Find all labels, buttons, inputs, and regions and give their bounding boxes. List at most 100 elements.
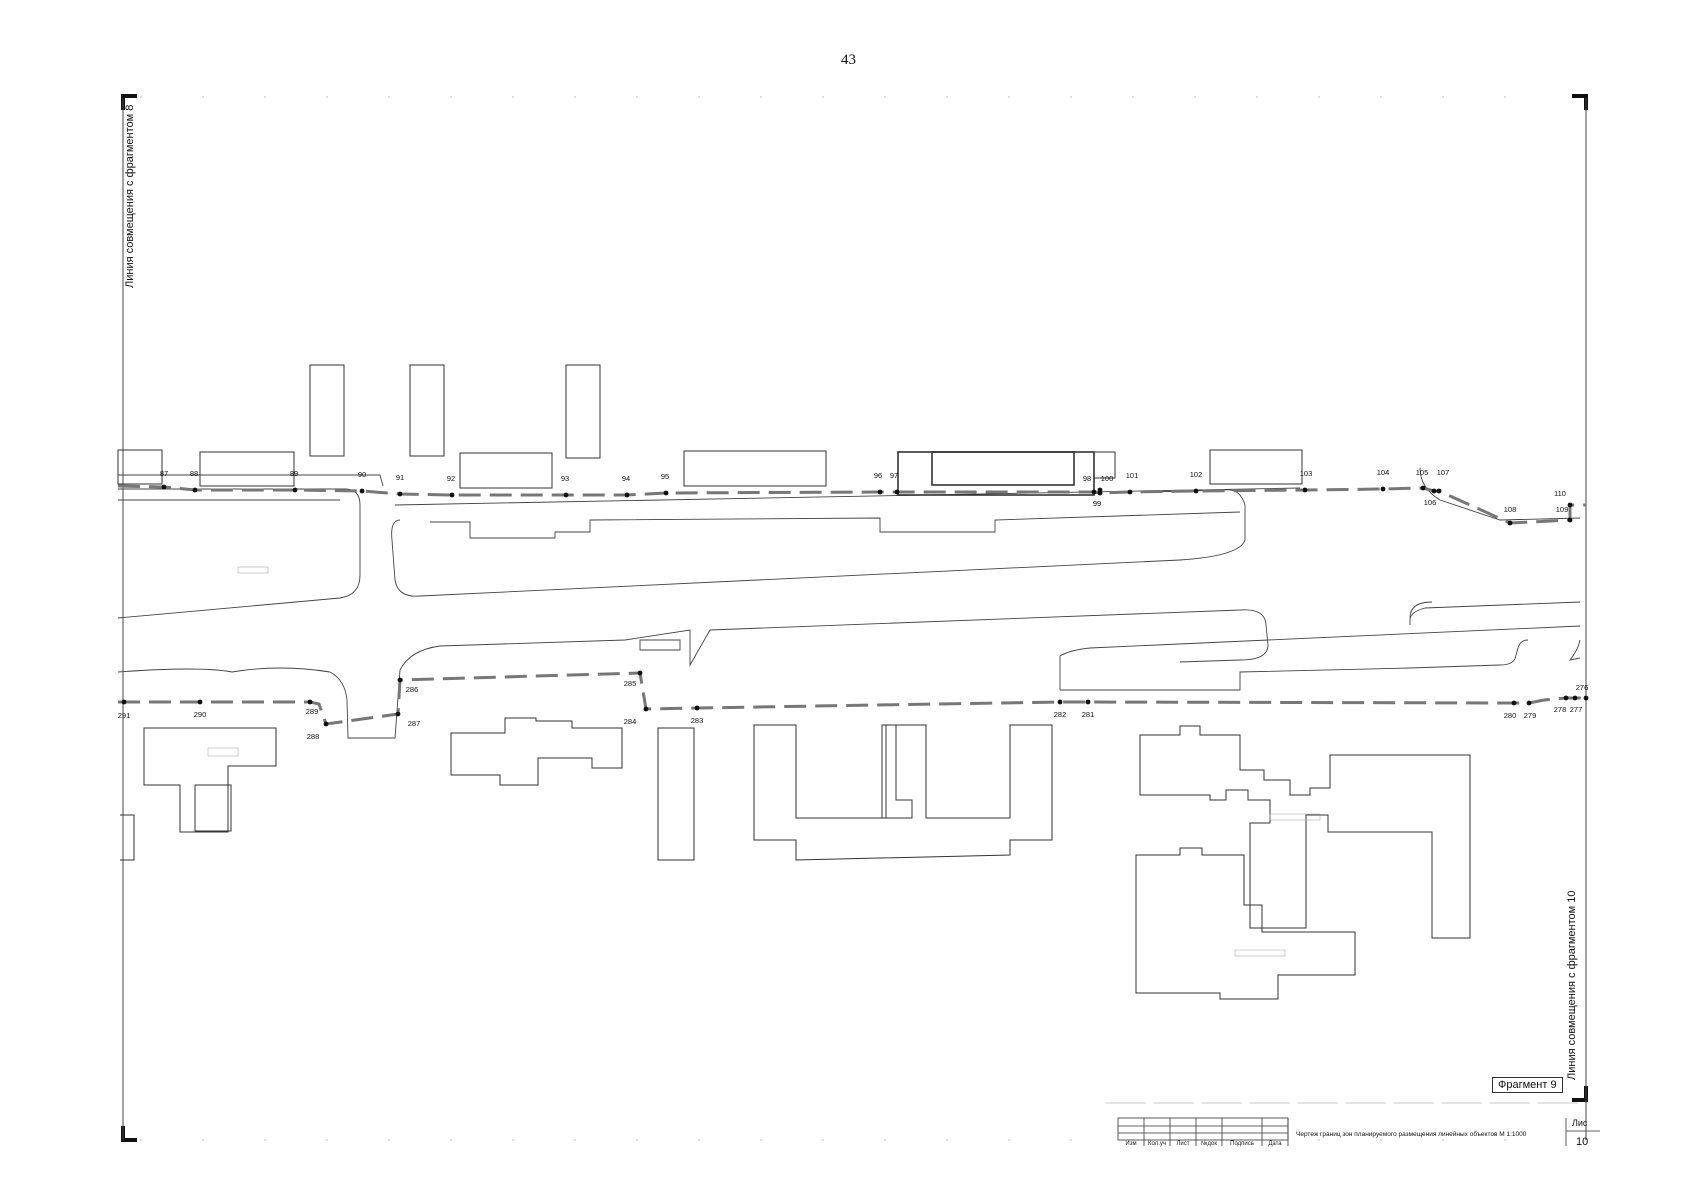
boundary-point-label: 287 xyxy=(408,719,421,728)
boundary-point-label: 90 xyxy=(358,470,366,479)
sheet-number: 10 xyxy=(1576,1136,1589,1148)
boundary-point-label: 108 xyxy=(1504,505,1517,514)
boundary-point-label: 89 xyxy=(290,469,298,478)
boundary-point-marker xyxy=(1583,695,1589,701)
boundary-point-label: 102 xyxy=(1190,470,1203,479)
boundary-point-marker xyxy=(192,487,198,493)
boundary-point-marker xyxy=(1091,489,1097,495)
zone-boundary-north xyxy=(117,484,1586,525)
boundary-point-label: 109 xyxy=(1556,505,1569,514)
boundary-point-label: 284 xyxy=(624,717,637,726)
boundary-point-marker xyxy=(1193,488,1199,494)
boundary-point-marker xyxy=(121,699,127,705)
boundary-point-marker xyxy=(397,677,403,683)
boundary-point-label: 281 xyxy=(1082,710,1095,719)
boundary-point-marker xyxy=(323,721,329,727)
boundary-point-marker xyxy=(292,487,298,493)
boundary-point-label: 91 xyxy=(396,473,404,482)
buildings xyxy=(117,364,1471,1000)
title-block-column-label: Подпись xyxy=(1230,1141,1254,1147)
boundary-point-marker xyxy=(1380,486,1386,492)
boundary-point-label: 94 xyxy=(622,474,630,483)
boundary-point-label: 290 xyxy=(194,710,207,719)
boundary-point-label: 103 xyxy=(1300,469,1313,478)
boundary-point-label: 282 xyxy=(1054,710,1067,719)
boundary-point-label: 110 xyxy=(1554,489,1566,498)
title-block-column-label: Кол.уч xyxy=(1148,1141,1166,1147)
boundary-point-label: 98 xyxy=(1083,474,1091,483)
minor-annotations xyxy=(207,566,1321,957)
frame-corners xyxy=(121,94,1588,1142)
fragment-label: Фрагмент 9 xyxy=(1492,1077,1563,1093)
sheet-label: Лис xyxy=(1572,1118,1588,1128)
boundary-point-marker xyxy=(1511,700,1517,706)
boundary-point-marker xyxy=(1127,489,1133,495)
boundary-point-marker xyxy=(1526,700,1532,706)
boundary-point-label: 286 xyxy=(406,685,419,694)
south-boundary-points: 291 290 289 288 287 286 285 284 283 282 281 280 279 2… xyxy=(118,670,1589,741)
boundary-point-label: 285 xyxy=(624,679,637,688)
boundary-point-marker xyxy=(894,489,900,495)
boundary-point-marker xyxy=(637,670,643,676)
boundary-point-label: 100 xyxy=(1101,474,1114,483)
frame-ticks xyxy=(140,96,1560,1141)
boundary-point-marker xyxy=(161,484,167,490)
page-number: 43 xyxy=(841,52,856,68)
title-block xyxy=(1106,1102,1600,1146)
boundary-point-marker xyxy=(663,490,669,496)
boundary-point-label: 101 xyxy=(1126,471,1139,480)
boundary-point-marker xyxy=(307,699,313,705)
boundary-point-label: 289 xyxy=(306,707,319,716)
boundary-point-label: 97 xyxy=(890,471,898,480)
boundary-point-marker xyxy=(1097,487,1103,493)
boundary-point-label: 278 xyxy=(1554,705,1567,714)
boundary-point-label: 280 xyxy=(1504,711,1517,720)
boundary-point-label: 92 xyxy=(447,474,455,483)
title-block-column-label: Дата xyxy=(1268,1141,1282,1147)
boundary-point-marker xyxy=(1563,695,1569,701)
title-block-column-label: №док xyxy=(1201,1140,1217,1147)
boundary-point-marker xyxy=(1507,520,1513,526)
boundary-point-marker xyxy=(877,489,883,495)
boundary-point-label: 291 xyxy=(118,711,131,720)
boundary-point-label: 276 xyxy=(1576,683,1589,692)
boundary-point-marker xyxy=(1567,517,1573,523)
boundary-point-marker xyxy=(197,699,203,705)
boundary-point-label: 279 xyxy=(1524,711,1537,720)
boundary-point-marker xyxy=(563,492,569,498)
alignment-label-right: Линия совмещения с фрагментом 10 xyxy=(1566,890,1578,1080)
boundary-point-marker xyxy=(1085,699,1091,705)
boundary-point-label: 88 xyxy=(190,469,198,478)
alignment-label-left: Линия совмещения с фрагментом 8 xyxy=(124,104,136,288)
boundary-point-label: 107 xyxy=(1437,468,1450,477)
boundary-point-marker xyxy=(1420,485,1426,491)
title-block-column-label: Лист xyxy=(1176,1141,1189,1147)
boundary-point-marker xyxy=(1567,502,1573,508)
boundary-point-marker xyxy=(624,492,630,498)
title-block-title: Чертеж границ зон планируемого размещени… xyxy=(1296,1131,1527,1138)
road-linework xyxy=(117,467,1581,739)
boundary-point-label: 99 xyxy=(1093,499,1101,508)
boundary-point-label: 105 xyxy=(1416,468,1429,477)
boundary-point-label: 93 xyxy=(561,474,569,483)
boundary-point-label: 95 xyxy=(661,472,669,481)
title-block-columns: Изм Кол.уч Лист №док Подпись Дата xyxy=(1125,1140,1282,1147)
boundary-point-marker xyxy=(359,488,365,494)
boundary-point-marker xyxy=(395,711,401,717)
boundary-point-label: 288 xyxy=(307,732,320,741)
boundary-point-label: 283 xyxy=(691,716,704,725)
boundary-point-marker xyxy=(1572,695,1578,701)
zone-boundary-south xyxy=(118,671,1586,726)
boundary-point-label: 277 xyxy=(1570,705,1583,714)
boundary-point-label: 96 xyxy=(874,471,882,480)
title-block-column-label: Изм xyxy=(1125,1141,1136,1147)
boundary-point-label: 106 xyxy=(1424,498,1437,507)
boundary-point-marker xyxy=(1436,488,1442,494)
boundary-point-marker xyxy=(1302,487,1308,493)
boundary-point-marker xyxy=(643,706,649,712)
boundary-point-marker xyxy=(1057,699,1063,705)
boundary-point-marker xyxy=(694,705,700,711)
boundary-point-marker xyxy=(1431,488,1437,494)
